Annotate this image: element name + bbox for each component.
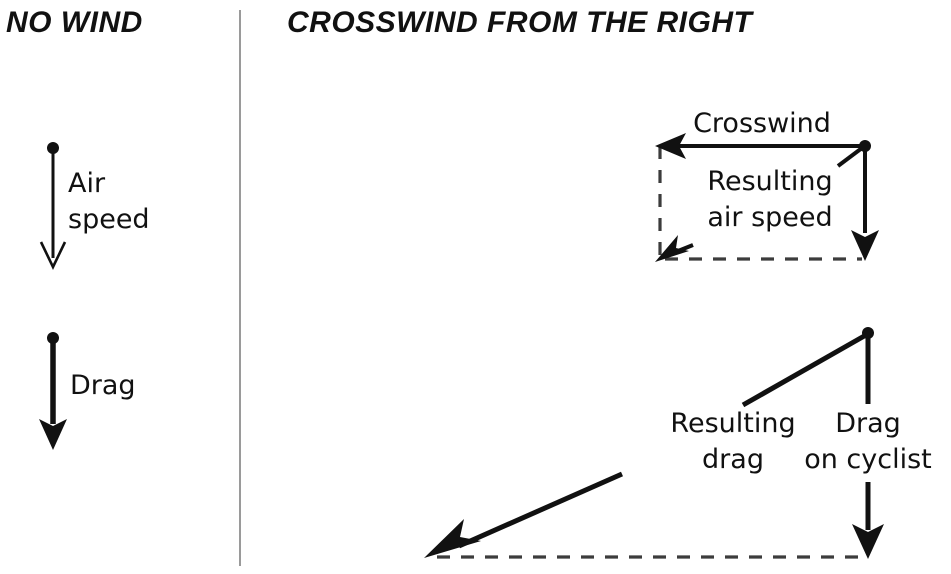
drag-origin-dot: [47, 332, 59, 344]
drag-on-cyclist-arrowhead: [852, 524, 884, 559]
left-panel-title: NO WIND: [6, 6, 143, 39]
drag-label: Drag: [70, 370, 136, 401]
air-speed-label-line-2: speed: [68, 204, 150, 235]
air-speed-origin-dot: [47, 142, 59, 154]
resulting-drag-shaft-lower: [457, 471, 624, 549]
resulting-drag-label-line-1: Resulting: [670, 408, 795, 439]
crosswind-label: Crosswind: [693, 108, 831, 139]
drag-origin-dot-right: [862, 327, 874, 339]
drag-on-cyclist-label-line-2: on cyclist: [804, 444, 932, 475]
drag-triangle: [424, 327, 884, 559]
drag-arrowhead: [39, 419, 67, 450]
wind-air-speed-arrowhead: [851, 230, 879, 261]
crosswind-arrowhead: [655, 133, 686, 159]
air-speed-arrowhead: [39, 241, 67, 271]
air-speed-parallelogram: [655, 133, 879, 262]
air-speed-vector: [39, 142, 67, 271]
resulting-drag-shaft-upper: [741, 332, 868, 408]
resulting-air-speed-shaft-upper: [836, 146, 864, 168]
drag-vector: [39, 332, 67, 450]
resulting-air-speed-label-line-2: air speed: [707, 202, 832, 233]
resulting-drag-arrowhead: [424, 519, 481, 558]
resulting-air-speed-label-line-1: Resulting: [707, 166, 832, 197]
drag-on-cyclist-label-line-1: Drag: [835, 408, 901, 439]
wind-origin-dot: [859, 140, 871, 152]
air-speed-label-line-1: Air: [68, 168, 106, 199]
right-panel-title: CROSSWIND FROM THE RIGHT: [287, 6, 754, 39]
resulting-drag-label-line-2: drag: [702, 444, 764, 475]
resulting-air-speed-arrowhead: [655, 235, 689, 262]
